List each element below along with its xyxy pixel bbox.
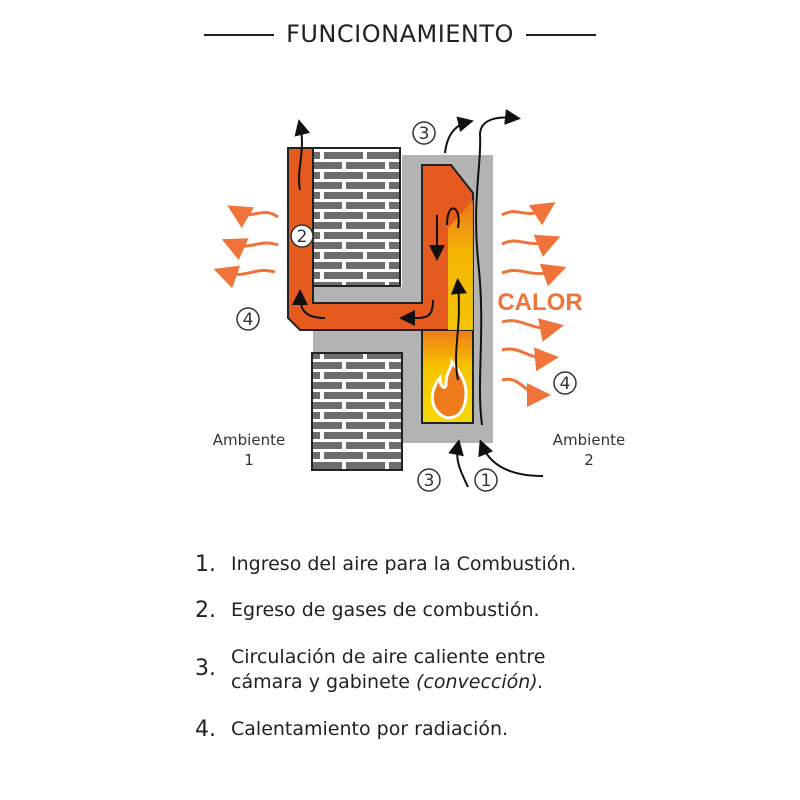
legend-text: Egreso de gases de combustión. (231, 599, 540, 621)
marker-2-text: 2 (297, 227, 308, 247)
title-text: FUNCIONAMIENTO (286, 20, 514, 48)
marker-4-right-text: 4 (560, 374, 571, 394)
exhaust-arrow (294, 119, 311, 191)
marker-4-left (236, 307, 260, 331)
marker-1 (474, 468, 498, 492)
heat-wave-right (501, 347, 559, 372)
left-arrow-2 (292, 289, 326, 319)
marker-1-text: 1 (481, 471, 492, 491)
hot-air-out-arrow (444, 116, 474, 154)
loop-arrow (446, 207, 460, 229)
marker-3-bottom (417, 468, 441, 492)
legend-number: 1. (195, 552, 216, 577)
marker-3-bottom-text: 3 (424, 471, 435, 491)
air-intake-arrow-3 (448, 439, 469, 488)
heat-wave-right (501, 377, 551, 407)
upper-brick-wall (312, 147, 401, 287)
heat-wave-right (501, 318, 564, 342)
legend-number: 2. (195, 598, 216, 623)
legend-number: 4. (195, 717, 216, 742)
marker-4-right (553, 371, 577, 395)
convection-arrow (475, 109, 521, 426)
calor-label: CALOR (497, 289, 582, 316)
legend-text: Circulación de aire caliente entre (231, 646, 546, 668)
legend-text: Calentamiento por radiación. (231, 718, 509, 740)
title-rule-left (204, 34, 275, 36)
flue-duct (287, 147, 474, 331)
heat-wave-left (221, 238, 279, 261)
legend-text: Ingreso del aire para la Combustión. (231, 553, 577, 575)
heat-waves (213, 202, 567, 407)
air-intake-arrow-1 (478, 439, 544, 477)
marker-3-top (412, 121, 436, 145)
ambiente-2-label: Ambiente (553, 431, 625, 449)
page-title: FUNCIONAMIENTO (0, 20, 800, 48)
left-arrow-1 (399, 299, 434, 327)
heat-wave-right (501, 263, 567, 287)
heat-wave-left (227, 205, 279, 229)
marker-3-top-text: 3 (419, 124, 430, 144)
legend-text: cámara y gabinete (231, 671, 410, 693)
ambiente-2-number: 2 (584, 451, 594, 469)
heat-wave-left (213, 265, 276, 289)
marker-2 (290, 224, 314, 248)
legend-number: 3. (195, 656, 216, 681)
heat-wave-right (501, 234, 561, 257)
heat-wave-right (501, 202, 556, 226)
title-rule-right (525, 34, 596, 36)
firebox-upper (448, 200, 473, 330)
ambiente-1-number: 1 (244, 451, 254, 469)
legend-text-italic: (convección). (415, 671, 544, 693)
marker-4-left-text: 4 (243, 310, 254, 330)
ambiente-1-label: Ambiente (213, 431, 285, 449)
lower-brick-wall (311, 352, 403, 471)
rising-gas-arrow (450, 278, 467, 381)
